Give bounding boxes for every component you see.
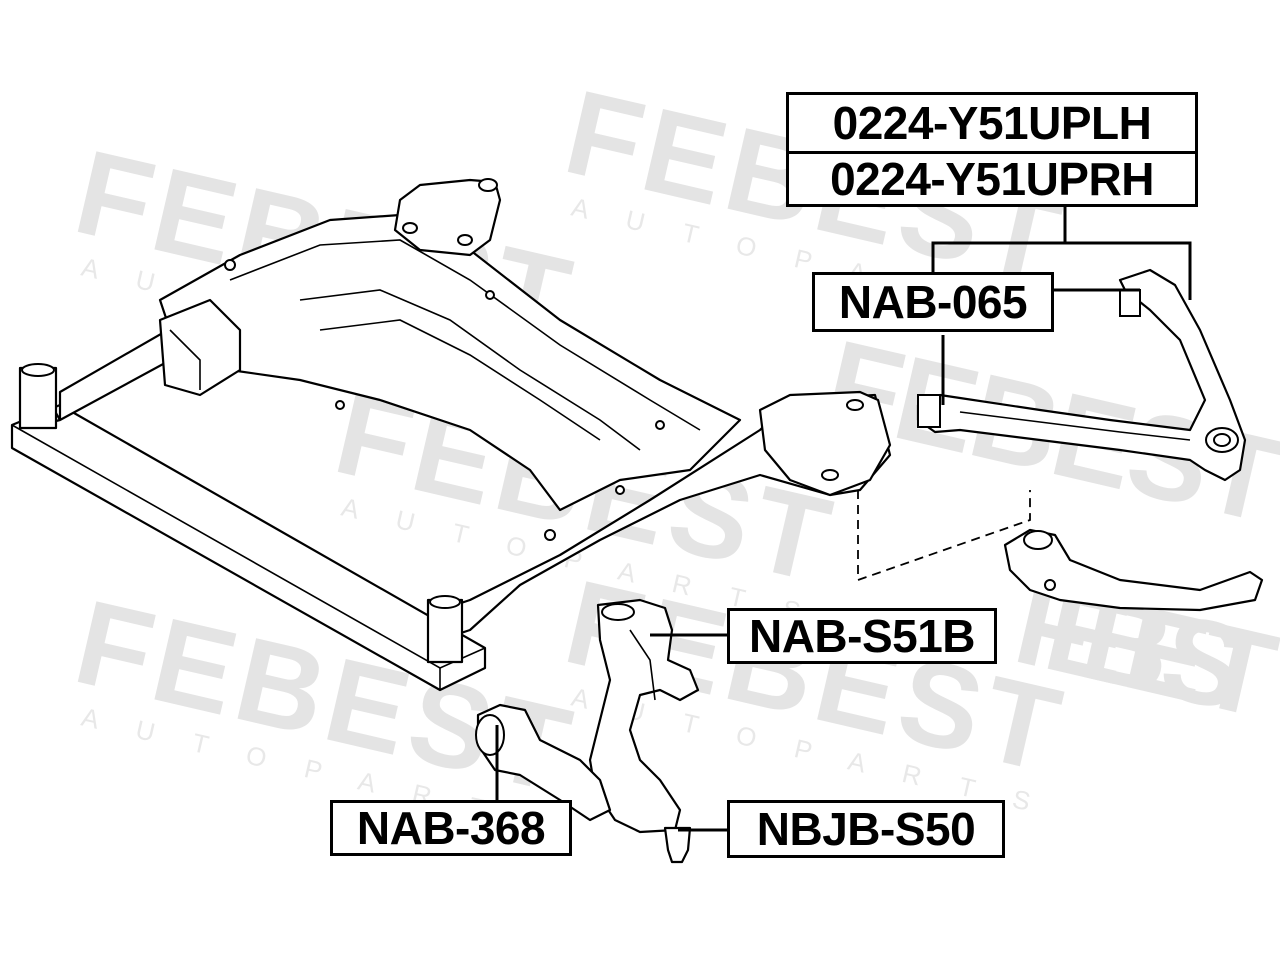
ball-joint: [663, 826, 692, 864]
part-label-ball-joint: NBJB-S50: [727, 800, 1005, 858]
upper-arm-body: [916, 268, 1247, 482]
subframe-left-bracket: [158, 298, 242, 397]
subframe-post-right: [426, 598, 464, 664]
part-label-upper-arm-rh: 0224-Y51UPRH: [786, 151, 1198, 207]
subframe-post-left: [18, 366, 58, 430]
lower-rear-arm-body: [1003, 528, 1264, 612]
steering-knuckle: [588, 598, 700, 834]
part-label-upper-bushing: NAB-065: [812, 272, 1054, 332]
part-label-upper-arm-lh: 0224-Y51UPLH: [786, 92, 1198, 154]
lower-control-arm: [476, 703, 612, 822]
subframe-tower: [393, 178, 502, 257]
subframe-right-mount: [758, 390, 892, 497]
lower-rear-arm: [1003, 528, 1264, 612]
leader-lines: [495, 205, 1192, 832]
part-label-knuckle-bushing: NAB-S51B: [727, 608, 997, 664]
upper-control-arm: [916, 268, 1247, 482]
front-subframe: [10, 178, 892, 692]
part-label-lower-arm-bushing: NAB-368: [330, 800, 572, 856]
assembly-guide: [857, 490, 1031, 582]
